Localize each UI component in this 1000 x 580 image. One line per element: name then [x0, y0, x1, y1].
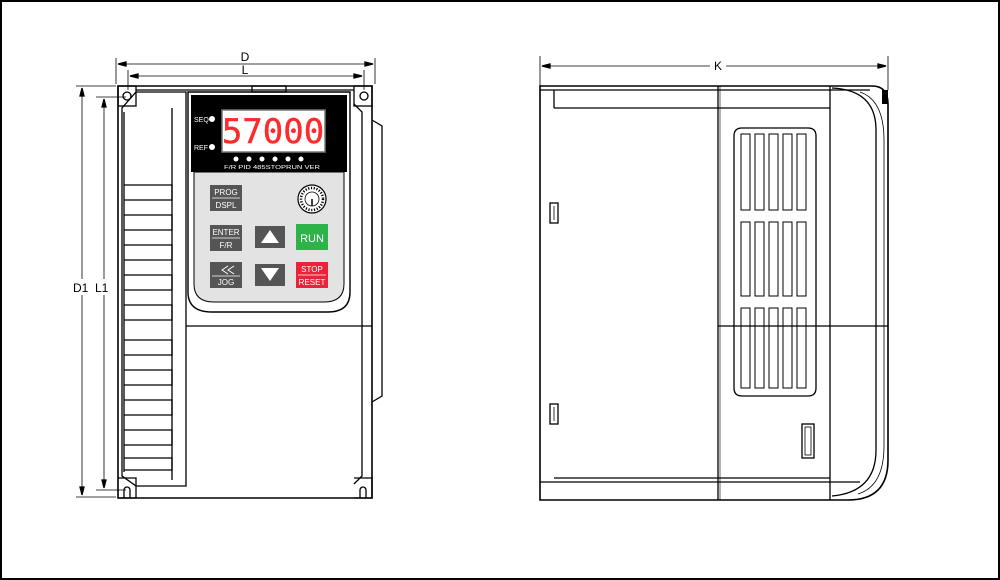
jog-label: JOG [218, 278, 234, 287]
latch-slot [549, 202, 559, 224]
mounting-hole-top-left [117, 85, 137, 107]
side-connector [801, 423, 815, 459]
potentiometer-knob[interactable] [297, 184, 327, 214]
indicator-led [233, 156, 239, 162]
stop-reset-key[interactable]: STOP RESET [296, 262, 328, 288]
led-screen [221, 109, 326, 153]
reset-label: RESET [299, 278, 326, 287]
up-arrow-key[interactable] [255, 226, 285, 248]
prog-dspl-key[interactable]: PROG DSPL [210, 185, 242, 211]
latch-slot [549, 403, 559, 425]
dimension-label-bg [72, 279, 116, 295]
dspl-label: DSPL [216, 201, 237, 210]
side-housing [539, 85, 889, 501]
down-arrow-key[interactable] [255, 264, 285, 286]
mounting-hole-bottom-right [354, 477, 373, 499]
indicator-led [272, 156, 278, 162]
dimension-label-bg [710, 59, 726, 73]
indicator-led [259, 156, 265, 162]
keypad-panel [187, 91, 351, 313]
enter-fr-key[interactable]: ENTER F/R [210, 225, 242, 251]
indicator-led [298, 156, 304, 162]
indicator-led [285, 156, 291, 162]
dimension-l1-label: L1 [95, 281, 109, 295]
dimension-l-label: L [242, 63, 249, 77]
mounting-hole-top-right [353, 85, 373, 107]
ref-label: REF [194, 145, 208, 152]
seq-label: SEQ [194, 117, 209, 124]
enter-label: ENTER [212, 228, 239, 237]
down-arrow-icon [261, 268, 279, 281]
side-view [539, 56, 889, 501]
run-key[interactable]: RUN [296, 224, 328, 250]
up-arrow-icon [261, 230, 279, 243]
prog-label: PROG [214, 188, 238, 197]
run-label: RUN [300, 233, 324, 245]
dimension-d1-label: D1 [73, 281, 89, 295]
led-readout: 57000 [222, 112, 324, 152]
mounting-hole-bottom-left [118, 477, 137, 499]
shift-left-icon [221, 265, 235, 275]
indicator-led [246, 156, 252, 162]
vent-grille [733, 127, 817, 397]
fr-label: F/R [220, 241, 233, 250]
shift-jog-key[interactable]: JOG [210, 262, 242, 288]
stop-label: STOP [301, 265, 323, 274]
dimension-d-label: D [241, 50, 250, 64]
display-panel: SEQ REF 57000 F/R PID 485STOPRUN VER [191, 95, 347, 172]
cooling-fins [124, 184, 173, 471]
vent-slots [740, 133, 807, 389]
indicator-labels: F/R PID 485STOPRUN VER [224, 165, 320, 171]
dimension-k-label: K [714, 59, 722, 73]
